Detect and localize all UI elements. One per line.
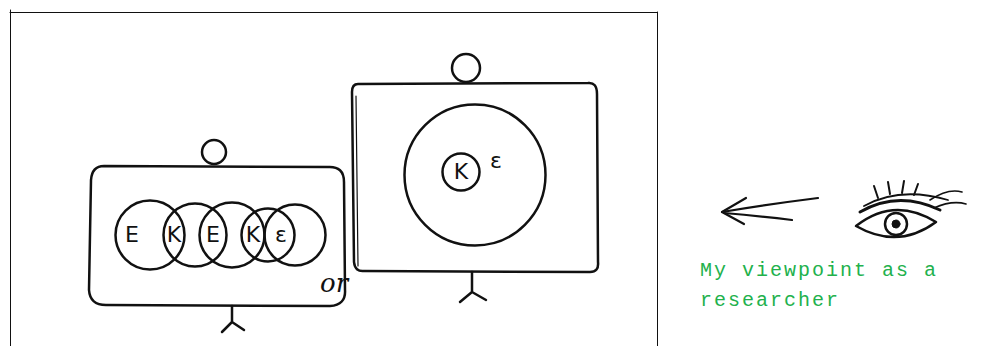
frame-line (657, 12, 658, 346)
circle-stroke (164, 204, 227, 267)
circle-letter: E (125, 224, 139, 246)
circle-letter: K (454, 161, 468, 183)
circle-node: ε (263, 203, 327, 267)
frame-line (10, 12, 657, 13)
circle-letter: ε (275, 224, 287, 246)
eye-outline (856, 210, 936, 237)
sign-board (352, 83, 598, 272)
circle-node: K (240, 207, 296, 263)
circle-stroke (265, 205, 326, 266)
circle-stroke (443, 154, 480, 191)
or-label: or (320, 270, 348, 296)
circle-outline (403, 103, 547, 247)
sign-edge (356, 96, 358, 266)
circle-letter: K (246, 224, 260, 246)
figure-head (452, 54, 480, 82)
figure-legs (460, 272, 486, 302)
frame-line (10, 10, 11, 346)
circle-outline (263, 203, 327, 267)
eye-iris (885, 213, 907, 235)
circle-node: K (441, 152, 481, 192)
circle-letter: K (167, 224, 181, 246)
figure-legs (222, 306, 244, 332)
figure-head (202, 140, 226, 164)
view-arrow (722, 198, 818, 212)
circle-letter: E (206, 224, 220, 246)
circle-stroke (242, 209, 295, 262)
circle-node: εK (403, 103, 547, 247)
circle-letter: ε (490, 150, 502, 172)
eyebrow-strokes (930, 191, 966, 208)
circle-stroke (405, 105, 546, 246)
eyelashes (874, 181, 918, 198)
eye-pupil (892, 220, 900, 228)
sign-board (89, 166, 345, 306)
viewpoint-caption: My viewpoint as a researcher (700, 256, 972, 316)
arrow-head (722, 198, 746, 224)
